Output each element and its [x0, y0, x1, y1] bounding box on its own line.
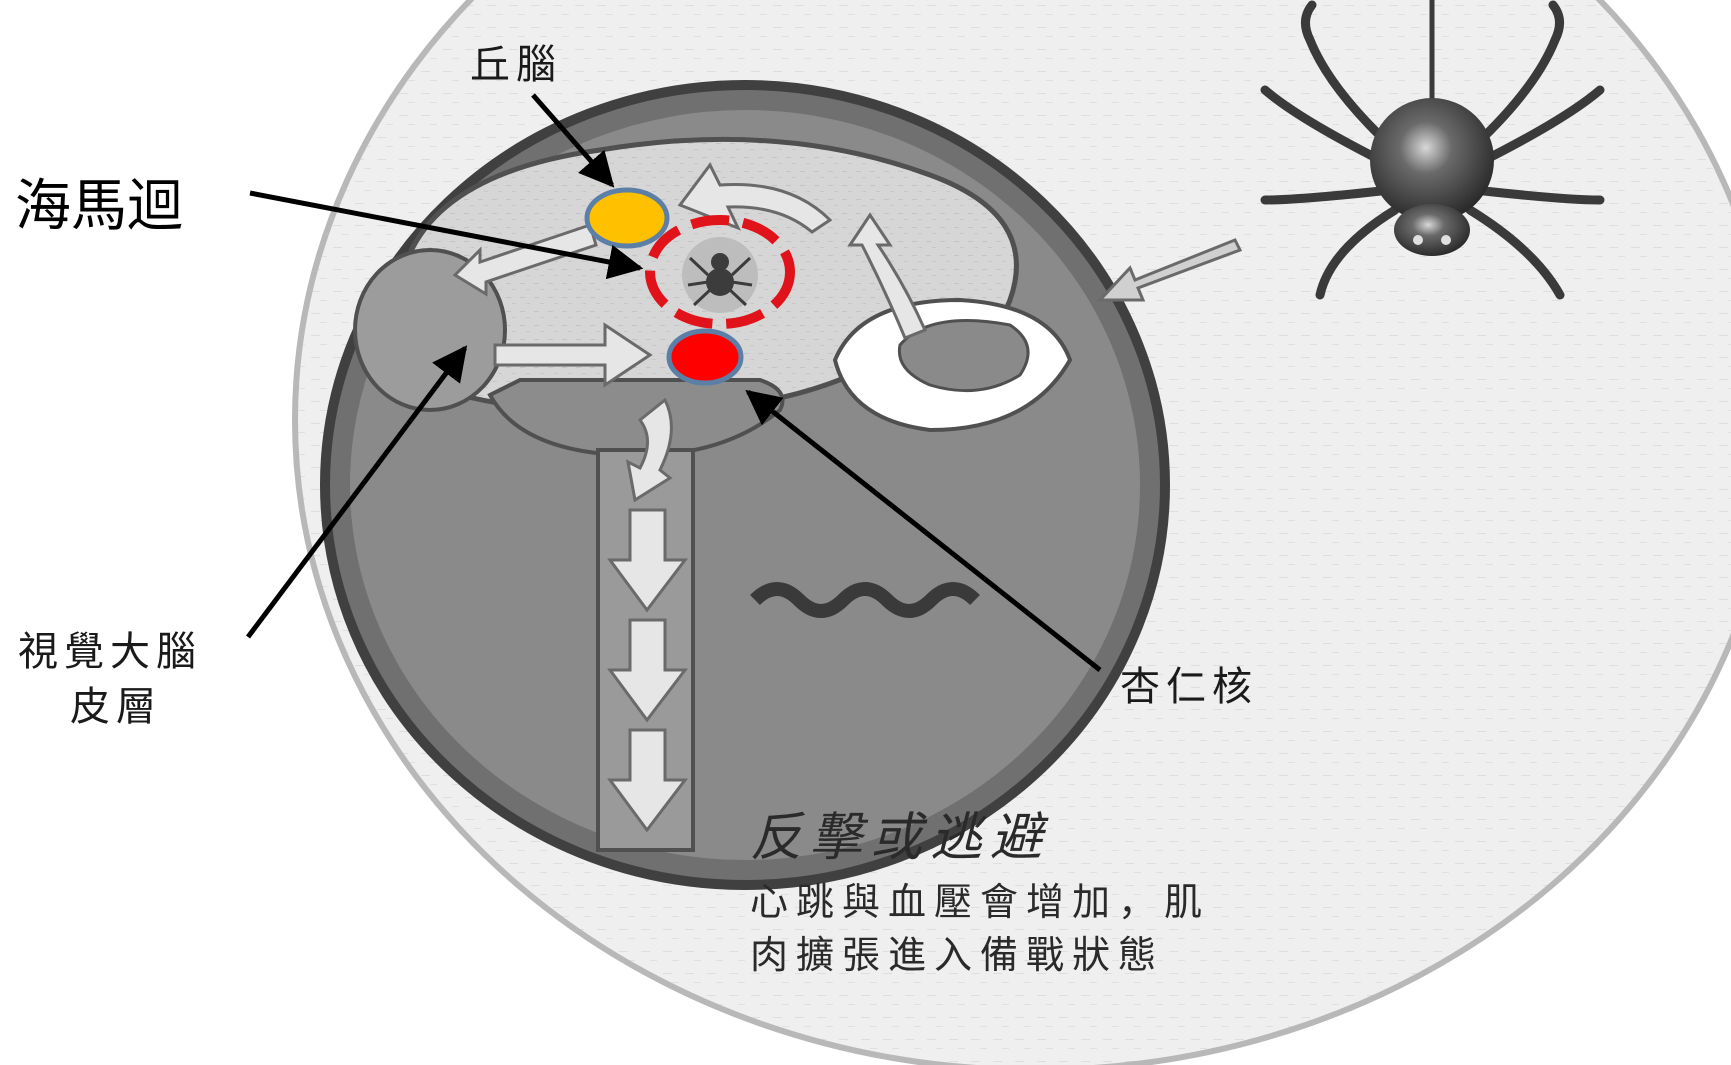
body-response-line2: 肉擴張進入備戰狀態	[750, 933, 1164, 977]
thalamus-label: 丘腦	[470, 42, 562, 88]
body-response-line1: 心跳與血壓會增加，肌	[750, 880, 1210, 924]
thalamus-marker	[587, 190, 667, 246]
fight-or-flight-title: 反擊或逃避	[750, 808, 1050, 868]
spider-image-icon	[682, 237, 758, 313]
amygdala-marker	[669, 331, 741, 383]
amygdala-label: 杏仁核	[1120, 664, 1258, 710]
visual-cortex-label-line1: 視覺大腦	[18, 629, 202, 675]
visual-cortex-label-line2: 皮層	[70, 684, 162, 730]
hippocampus-label: 海馬迴	[15, 174, 183, 239]
